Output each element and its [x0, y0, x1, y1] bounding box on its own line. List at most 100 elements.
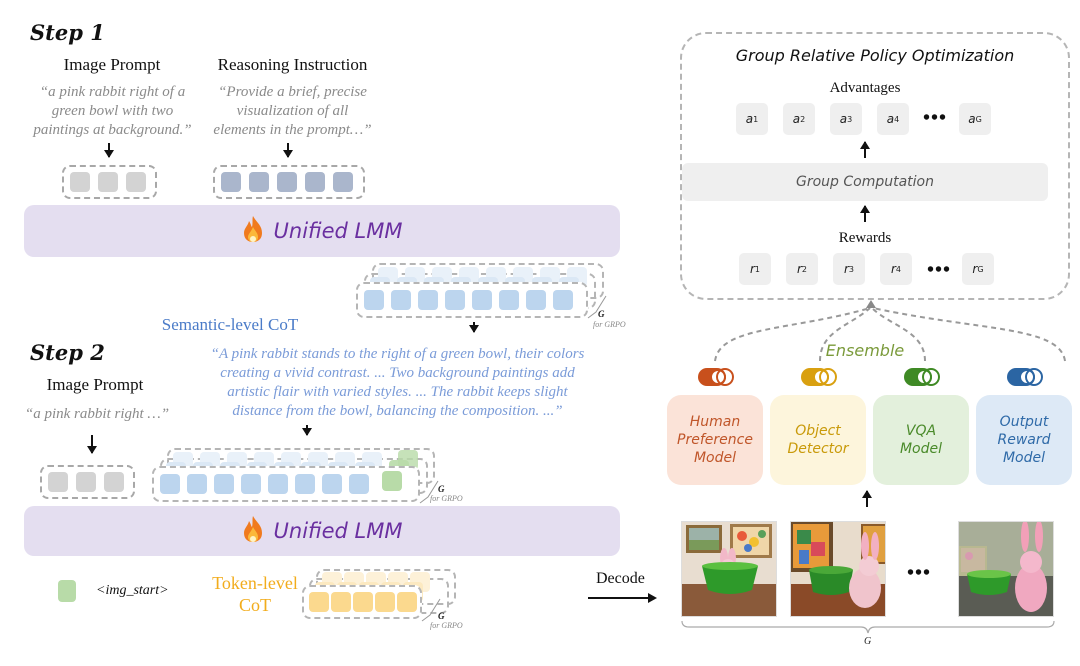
ensemble-arrows: [714, 300, 1066, 362]
step1-prompt-token-group: [62, 165, 157, 199]
advantages-ellipsis: •••: [923, 107, 948, 129]
rewards-label: Rewards: [838, 230, 892, 246]
step2-unified-lmm: Unified LMM: [24, 506, 620, 556]
reward-model-label: Model: [1002, 450, 1046, 466]
semantic-cot-token: [526, 290, 546, 310]
token-cot-token: [375, 592, 395, 612]
lmm-label: Unified LMM: [273, 519, 403, 543]
arrow-down-icon: [87, 435, 97, 454]
fire-icon: [242, 515, 264, 548]
group-brace-icon: [421, 598, 441, 622]
step2-prompt-token-group: [40, 465, 135, 499]
step1-group-sub: for GRPO: [593, 320, 626, 329]
generated-image-1: [681, 521, 777, 617]
semantic-cot-label: Semantic-level CoT: [161, 315, 299, 334]
step1-title: Step 1: [30, 20, 105, 45]
reward-model-label: Model: [899, 441, 943, 457]
token-cot-token: [397, 592, 417, 612]
token-cot-label: Token-level CoT: [212, 573, 298, 615]
semantic-cot-token: [187, 474, 207, 494]
semantic-cot-token: [418, 290, 438, 310]
step1-output-token-group: [356, 282, 588, 318]
prompt-token: [104, 472, 124, 492]
step1-image-prompt-text: “a pink rabbit right of a green bowl wit…: [33, 84, 192, 138]
model-toggle-icon[interactable]: [698, 368, 734, 386]
arrow-up-icon: [860, 205, 870, 222]
generated-group-label: G: [864, 636, 872, 647]
token-cot-group-sub: for GRPO: [430, 621, 463, 630]
step1-image-prompt-label: Image Prompt: [63, 55, 161, 74]
reasoning-token: [221, 172, 241, 192]
img-start-token: [382, 471, 402, 491]
token-cot-token: [353, 592, 373, 612]
semantic-cot-token: [241, 474, 261, 494]
prompt-token: [98, 172, 118, 192]
group-computation-box: Group Computation: [682, 163, 1048, 201]
step2-image-prompt-label: Image Prompt: [46, 375, 144, 394]
ensemble-arrow-head: [866, 300, 876, 308]
fire-icon: [242, 215, 264, 248]
group-brace-icon: [587, 295, 607, 319]
step1-reasoning-text: “Provide a brief, precise visualization …: [213, 84, 372, 138]
reasoning-token: [305, 172, 325, 192]
group-brace-icon: [419, 480, 439, 504]
token-cot-token-group: [302, 585, 422, 619]
arrow-down-icon: [302, 425, 312, 436]
group-brace-icon: [681, 620, 1055, 634]
model-toggle-icon[interactable]: [801, 368, 837, 386]
semantic-cot-token: [268, 474, 288, 494]
prompt-token: [126, 172, 146, 192]
reward-model-label: VQA: [905, 423, 937, 439]
reward-model-box: VQA Model: [873, 395, 969, 485]
grpo-title: Group Relative Policy Optimization: [735, 46, 1015, 65]
step2-image-prompt-text: “a pink rabbit right …”: [24, 406, 170, 422]
ensemble-arrow-object: [819, 307, 871, 362]
ensemble-arrow-output: [872, 307, 1066, 362]
reward-model-label: Output: [999, 414, 1049, 430]
prompt-token: [48, 472, 68, 492]
semantic-cot-text: “A pink rabbit stands to the right of a …: [210, 346, 585, 419]
model-toggle-icon[interactable]: [1007, 368, 1043, 386]
step2-cot-token-group: [152, 466, 420, 502]
model-toggle-icon[interactable]: [904, 368, 940, 386]
prompt-token: [70, 172, 90, 192]
semantic-cot-token: [499, 290, 519, 310]
reward-model-label: Model: [693, 450, 737, 466]
semantic-cot-token: [349, 474, 369, 494]
img-start-legend-swatch: [58, 580, 76, 602]
ensemble-label: Ensemble: [825, 341, 905, 360]
img-start-legend-label: <img_start>: [96, 583, 169, 598]
arrow-down-icon: [104, 143, 114, 158]
arrow-up-icon: [862, 490, 872, 507]
semantic-cot-token: [214, 474, 234, 494]
step1-reasoning-label: Reasoning Instruction: [217, 55, 368, 74]
semantic-cot-token: [391, 290, 411, 310]
arrow-down-icon: [283, 143, 293, 158]
reward-model-label: Reward: [997, 432, 1051, 448]
step2-group-sub: for GRPO: [430, 494, 463, 503]
arrow-up-icon: [860, 141, 870, 158]
semantic-cot-token: [160, 474, 180, 494]
reward-model-label: Preference: [677, 432, 753, 448]
step1-unified-lmm: Unified LMM: [24, 205, 620, 257]
lmm-label: Unified LMM: [273, 219, 403, 243]
decode-label: Decode: [596, 570, 645, 587]
grpo-panel: [680, 32, 1070, 300]
step1-group-label: G: [598, 309, 605, 319]
reasoning-token: [333, 172, 353, 192]
step2-title: Step 2: [30, 340, 105, 365]
token-cot-group-label: G: [438, 611, 445, 621]
generated-image-G: [958, 521, 1054, 617]
arrow-down-icon: [469, 322, 479, 333]
